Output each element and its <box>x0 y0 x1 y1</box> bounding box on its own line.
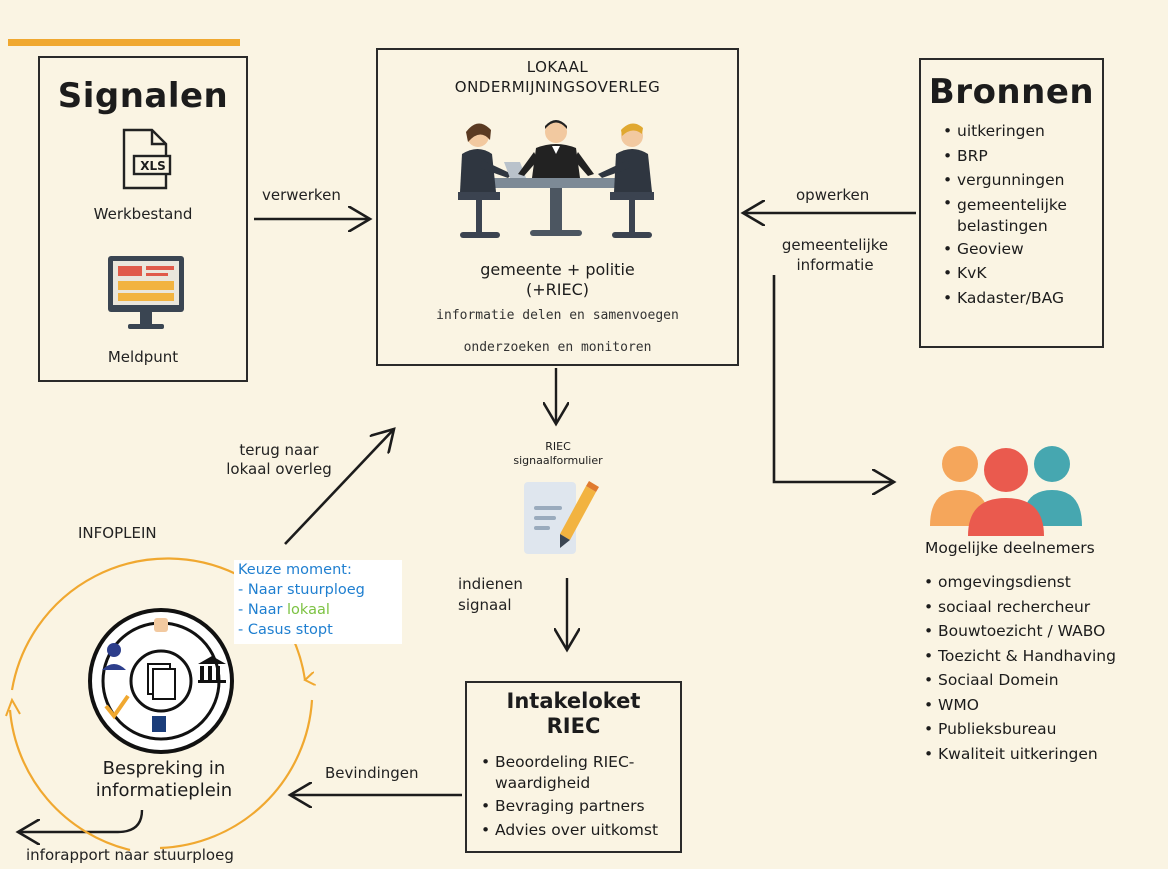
intake-item: Beoordeling RIEC-waardigheid <box>481 752 677 794</box>
label-indienen-2: signaal <box>458 596 512 614</box>
signalen-box: Signalen XLS Werkbestand Meldpunt <box>38 56 248 382</box>
arrow-terug-lokaal <box>284 429 394 545</box>
bronnen-item: Kadaster/BAG <box>943 286 1099 311</box>
keuze-moment-card <box>234 560 402 644</box>
deelnemer-item: sociaal rechercheur <box>924 595 1154 620</box>
intake-item: Bevraging partners <box>481 794 677 818</box>
label-terug-2: lokaal overleg <box>226 460 332 478</box>
riec-form-label-2: signaalformulier <box>513 454 603 467</box>
bronnen-title: Bronnen <box>928 72 1095 112</box>
parties-line-2: (+RIEC) <box>525 280 589 299</box>
intake-title-2: RIEC <box>546 714 601 738</box>
bronnen-list: uitkeringen BRP vergunningen gemeentelij… <box>943 119 1099 310</box>
werkbestand-label: Werkbestand <box>93 205 193 223</box>
monitor-icon <box>108 256 184 329</box>
deelnemer-item: Sociaal Domein <box>924 668 1154 693</box>
intake-title-1: Intakeloket <box>506 689 641 713</box>
bronnen-item: gemeentelijke belastingen <box>943 193 1099 237</box>
bronnen-item: BRP <box>943 144 1099 169</box>
keuze-option-lokaal: - Naar lokaal <box>238 602 330 618</box>
people-group-icon <box>930 446 1082 536</box>
parties-line-1: gemeente + politie <box>480 260 635 279</box>
infoplein-partners-logo <box>88 608 234 754</box>
bespreking-line-1: Bespreking in <box>102 758 226 779</box>
label-bevindingen: Bevindingen <box>325 764 419 782</box>
deelnemer-item: omgevingsdienst <box>924 570 1154 595</box>
lokaal-title-2: ONDERMIJNINGSOVERLEG <box>454 78 661 96</box>
spreadsheet-file-icon <box>122 128 172 190</box>
deelnemer-item: Toezicht & Handhaving <box>924 644 1154 669</box>
arrow-to-deelnemers <box>772 275 894 482</box>
deelnemer-item: Bouwtoezicht / WABO <box>924 619 1154 644</box>
accent-bar <box>8 39 240 46</box>
lokaal-line-2: onderzoeken en monitoren <box>463 340 652 355</box>
lokaal-title-1: LOKAAL <box>526 58 589 76</box>
label-gemeentelijke-2: informatie <box>796 256 874 274</box>
document-pen-icon <box>524 481 599 554</box>
bronnen-item: uitkeringen <box>943 119 1099 144</box>
keuze-option-stuurploeg: - Naar stuurploeg <box>238 582 365 598</box>
bronnen-item: vergunningen <box>943 168 1099 193</box>
deelnemer-item: Kwaliteit uitkeringen <box>924 742 1154 767</box>
arrow-inforapport <box>18 809 144 832</box>
intakeloket-box: Intakeloket RIEC Beoordeling RIEC-waardi… <box>465 681 682 853</box>
bronnen-item: Geoview <box>943 237 1099 262</box>
infoplein-label: INFOPLEIN <box>78 524 157 542</box>
bronnen-box: Bronnen uitkeringen BRP vergunningen gem… <box>919 58 1104 348</box>
lokaal-overleg-box: LOKAAL ONDERMIJNINGSOVERLEG gemeente + p… <box>376 48 739 366</box>
keuze-option-lokaal-prefix: - Naar <box>238 602 288 618</box>
intake-item: Advies over uitkomst <box>481 818 677 842</box>
meeting-people-icon <box>458 120 654 238</box>
keuze-title: Keuze moment: <box>238 562 352 578</box>
label-gemeentelijke-1: gemeentelijke <box>781 236 889 254</box>
riec-form-label-1: RIEC <box>545 440 571 453</box>
deelnemer-item: Publieksbureau <box>924 717 1154 742</box>
deelnemer-item: WMO <box>924 693 1154 718</box>
label-inforapport: inforapport naar stuurploeg <box>26 846 234 864</box>
label-indienen-1: indienen <box>458 575 523 593</box>
intake-list: Beoordeling RIEC-waardigheid Bevraging p… <box>481 752 677 842</box>
meldpunt-label: Meldpunt <box>107 348 179 366</box>
deelnemers-list: omgevingsdienst sociaal rechercheur Bouw… <box>924 570 1154 766</box>
lokaal-line-1: informatie delen en samenvoegen <box>436 308 679 323</box>
label-opwerken: opwerken <box>796 186 870 204</box>
label-verwerken: verwerken <box>262 186 341 204</box>
bespreking-line-2: informatieplein <box>95 780 233 801</box>
keuze-option-lokaal-word: lokaal <box>287 602 330 618</box>
label-terug-1: terug naar <box>239 441 319 459</box>
xls-badge: XLS <box>140 159 166 173</box>
deelnemers-title: Mogelijke deelnemers <box>925 539 1095 557</box>
bronnen-item: KvK <box>943 261 1099 286</box>
signalen-title: Signalen <box>57 76 229 116</box>
keuze-option-stop: - Casus stopt <box>238 622 333 638</box>
